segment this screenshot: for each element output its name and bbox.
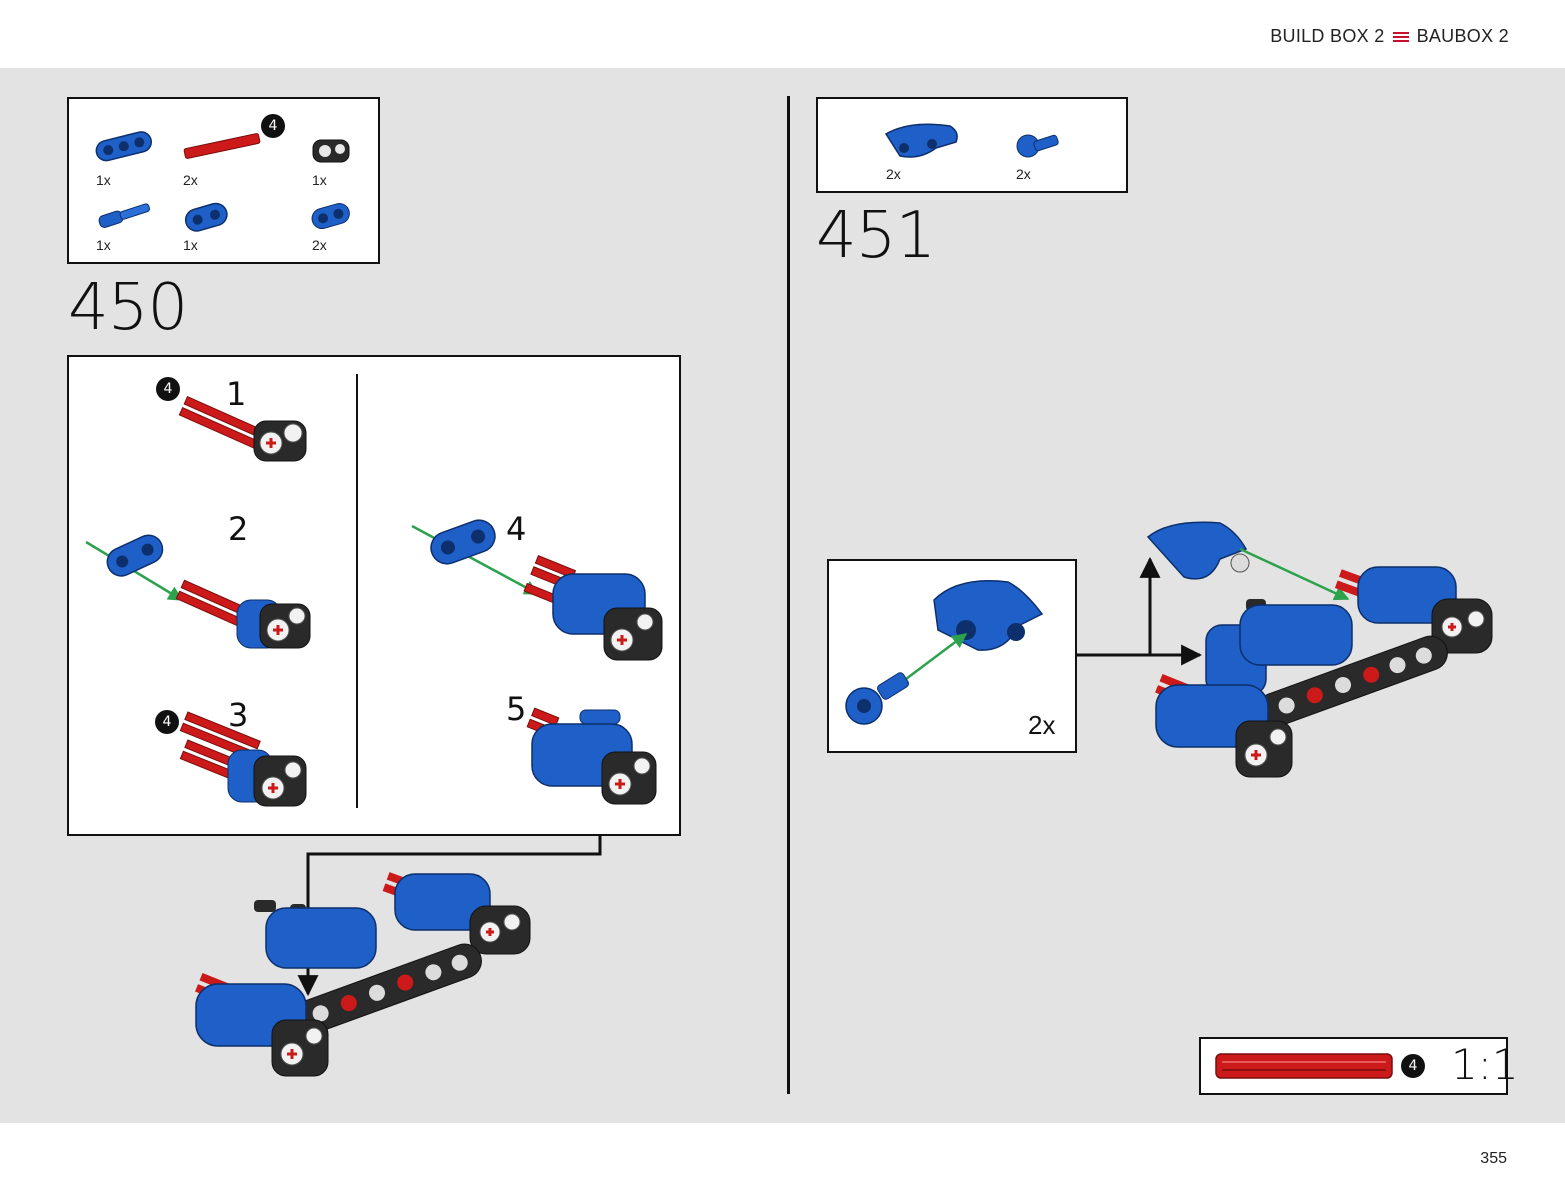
blue-curved-panel-icon <box>884 123 958 158</box>
qty-black-connector: 1x <box>312 172 327 188</box>
step-number-450: 450 <box>68 271 188 345</box>
footer-bar <box>0 1123 1565 1191</box>
blue-beam-3-icon <box>95 131 153 162</box>
substep-2-illustration <box>85 534 311 649</box>
substep-1-length-badge: 4 <box>156 377 180 401</box>
step-450-parts-list <box>67 97 380 264</box>
substep-3-illustration <box>179 711 307 807</box>
substep-4-number: 4 <box>506 510 527 548</box>
menu-icon <box>1392 31 1409 43</box>
build-box-label: BUILD BOX 2 <box>1270 26 1385 46</box>
callout-connector-arrows <box>1076 556 1203 666</box>
substep-3-number: 3 <box>228 696 249 734</box>
black-connector-icon <box>312 139 350 163</box>
substep-1-illustration <box>178 395 307 462</box>
qty-blue-beam-2: 1x <box>183 237 198 253</box>
qty-blue-curved-panel: 2x <box>886 166 901 182</box>
blue-axle-pin-icon <box>98 203 150 228</box>
blue-pin-icon <box>1016 134 1059 158</box>
length-badge-4: 4 <box>261 114 285 138</box>
qty-blue-axle-pin: 1x <box>96 237 111 253</box>
red-axle-4-icon <box>183 133 261 159</box>
callout-multiplier: 2x <box>1028 710 1056 740</box>
page-number: 355 <box>1480 1150 1507 1167</box>
baubox-label: BAUBOX 2 <box>1416 26 1509 46</box>
header-bar: BUILD BOX 2 BAUBOX 2 <box>0 0 1565 68</box>
substep-4-illustration <box>411 519 663 661</box>
substep-1-number: 1 <box>226 375 247 413</box>
sub-assembly-divider <box>356 374 358 808</box>
step-450-assembly-illustration <box>195 872 531 1077</box>
step-number-451: 451 <box>816 199 936 273</box>
scale-length-badge: 4 <box>1401 1054 1425 1078</box>
page-divider <box>787 96 790 1094</box>
blue-connector-icon <box>311 203 350 230</box>
qty-blue-beam-3: 1x <box>96 172 111 188</box>
step-451-parts-list <box>816 97 1128 193</box>
qty-blue-pin: 2x <box>1016 166 1031 182</box>
red-axle-scale-icon <box>1215 1053 1393 1079</box>
qty-red-axle-4: 2x <box>183 172 198 188</box>
blue-beam-2-icon <box>184 202 228 232</box>
build-box-title: BUILD BOX 2 BAUBOX 2 <box>1270 26 1509 47</box>
substep-3-length-badge: 4 <box>155 710 179 734</box>
substep-2-number: 2 <box>228 510 249 548</box>
substep-5-illustration <box>526 707 657 805</box>
callout-illustration <box>845 580 1044 725</box>
qty-blue-connector: 2x <box>312 237 327 253</box>
step-451-assembly-illustration <box>1146 521 1493 778</box>
scale-label: 1:1 <box>1451 1040 1519 1089</box>
substep-5-number: 5 <box>506 690 527 728</box>
